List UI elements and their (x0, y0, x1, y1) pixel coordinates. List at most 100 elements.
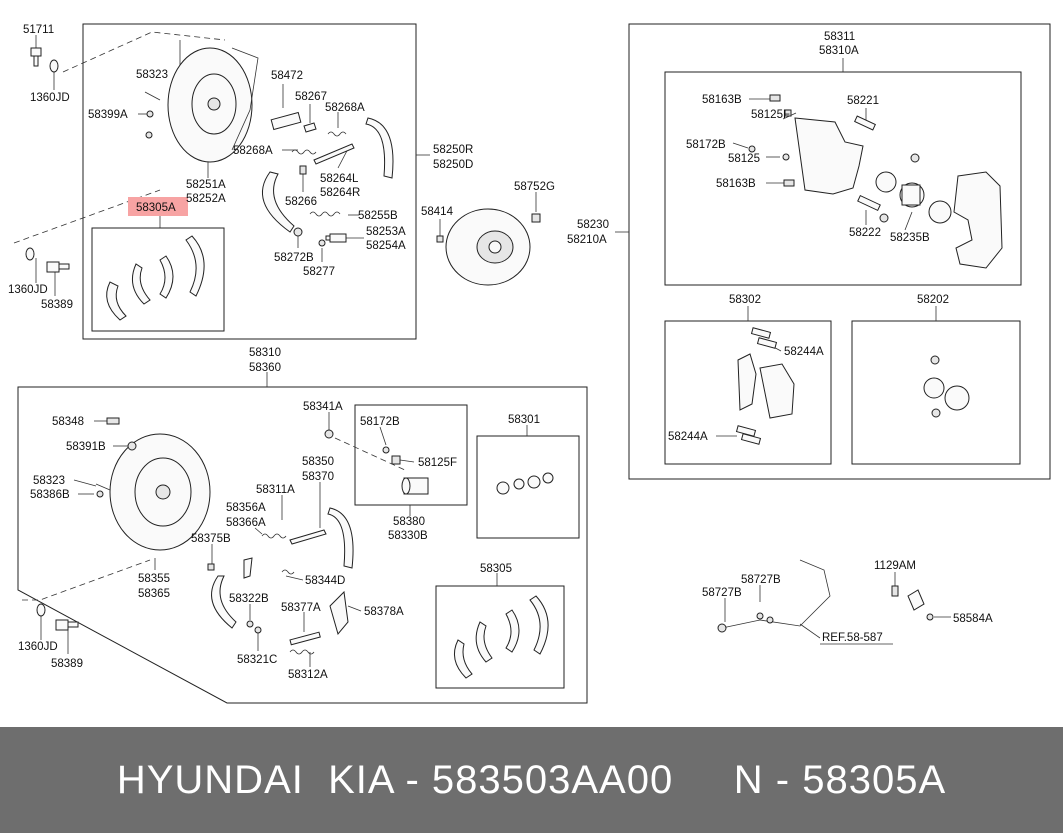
pin-58321c (254, 626, 262, 634)
part-labels: 51711 1360JD 58323 58399A 58472 58267 58… (8, 24, 993, 681)
bolt-58348 (106, 417, 120, 425)
washer-1360jd-mid (25, 247, 35, 261)
label-58272b: 58272B (274, 252, 314, 264)
pin-58277 (318, 239, 326, 247)
pin-58125f-top (784, 109, 792, 117)
label-58253a: 58253A (366, 226, 406, 238)
label-58377a: 58377A (281, 602, 321, 614)
label-58348: 58348 (52, 416, 84, 428)
brake-pads-58302 (735, 327, 795, 445)
label-58727b-2: 58727B (702, 587, 742, 599)
lever-58344d (243, 557, 253, 579)
pin-58323-top (144, 91, 161, 101)
highlight-58305a (128, 197, 188, 216)
shoe-58250r-left (261, 171, 295, 233)
label-58389-mid: 58389 (41, 299, 73, 311)
label-58341a: 58341A (303, 401, 343, 413)
label-58321c: 58321C (237, 654, 277, 666)
pin-top-small (145, 131, 153, 139)
label-58172b-top: 58172B (686, 139, 726, 151)
label-58584a: 58584A (953, 613, 993, 625)
label-58244a-2: 58244A (668, 431, 708, 443)
label-58305a-highlight: 58305A (136, 202, 176, 214)
label-58365: 58365 (138, 588, 170, 600)
backing-plate-58251a (167, 47, 259, 163)
shoe-58250r-right (365, 117, 394, 179)
label-58380: 58380 (393, 516, 425, 528)
label-58254a: 58254A (366, 240, 406, 252)
lever-58378a (329, 590, 349, 636)
strut-58377a (289, 631, 321, 646)
label-58255b: 58255B (358, 210, 398, 222)
clip-58584a (926, 613, 934, 621)
label-58356a: 58356A (226, 502, 266, 514)
spring-58344d (281, 569, 295, 575)
boot-58235b (928, 200, 952, 224)
label-58472: 58472 (271, 70, 303, 82)
shoe-58350-left (211, 575, 237, 629)
label-58125: 58125 (728, 153, 760, 165)
label-58267: 58267 (295, 91, 327, 103)
bolt-1129am (891, 585, 899, 597)
label-58250r: 58250R (433, 144, 473, 156)
strut-58264l (313, 143, 355, 165)
bolt-58163b-1 (769, 94, 781, 102)
label-58202: 58202 (917, 294, 949, 306)
wheel-cylinder-58380 (401, 477, 429, 495)
label-58311: 58311 (824, 31, 855, 43)
screw-58125f-bot (391, 455, 401, 465)
clip-58399a (146, 110, 154, 118)
label-58266: 58266 (285, 196, 317, 208)
label-58310a: 58310A (819, 45, 859, 57)
label-58312a: 58312A (288, 669, 328, 681)
label-58414: 58414 (421, 206, 454, 218)
pin-58266 (299, 165, 307, 175)
label-51711: 51711 (23, 24, 54, 36)
shoe-kit-58305-box (435, 585, 565, 689)
label-58752g: 58752G (514, 181, 555, 193)
spring-58255b (309, 211, 341, 217)
label-58378a: 58378A (364, 606, 404, 618)
label-1360jd-mid: 1360JD (8, 284, 48, 296)
label-58366a: 58366A (226, 517, 266, 529)
label-58323-bot: 58323 (33, 475, 65, 487)
label-58268a-1: 58268A (325, 102, 365, 114)
part-number-text: HYUNDAI KIA - 583503AA00 N - 58305A (116, 757, 947, 802)
bleeder-58341a (324, 429, 334, 439)
label-58268a-2: 58268A (233, 145, 273, 157)
cylinder-kit-58301-box (476, 435, 580, 539)
leader-lines (13, 31, 951, 667)
label-58230: 58230 (577, 219, 609, 231)
label-58350: 58350 (302, 456, 334, 468)
part-number-banner: HYUNDAI KIA - 583503AA00 N - 58305A (0, 727, 1063, 833)
label-58370: 58370 (302, 471, 334, 483)
label-58235b: 58235B (890, 232, 930, 244)
strut-58311a (289, 529, 327, 545)
spring-58268a-1 (327, 131, 347, 137)
shoe-58350-right (327, 507, 354, 569)
label-58355: 58355 (138, 573, 170, 585)
bolt-58163b-2 (783, 179, 795, 187)
lever-58267 (303, 122, 317, 133)
bolt-58414 (436, 235, 444, 243)
spring-58312a (289, 649, 315, 655)
label-58330b: 58330B (388, 530, 428, 542)
piston-58235b (899, 182, 925, 208)
cap-58172b-bot (382, 446, 390, 454)
label-58277: 58277 (303, 266, 335, 278)
cap-58172b-top (748, 145, 756, 153)
label-58311a: 58311A (256, 484, 295, 496)
label-58301: 58301 (508, 414, 540, 426)
ring-58235b (875, 171, 897, 193)
bolt-58221 (854, 115, 876, 131)
clip-58272b (293, 227, 303, 237)
brake-disc-58414 (445, 208, 531, 286)
label-58210a: 58210A (567, 234, 607, 246)
label-58172b-bot: 58172B (360, 416, 400, 428)
label-58125f-top: 58125F (751, 109, 790, 121)
pin-58323-bot (95, 483, 111, 491)
label-58264r: 58264R (320, 187, 360, 199)
label-58386b: 58386B (30, 489, 70, 501)
label-58222: 58222 (849, 227, 881, 239)
adjuster-58472 (270, 111, 302, 131)
